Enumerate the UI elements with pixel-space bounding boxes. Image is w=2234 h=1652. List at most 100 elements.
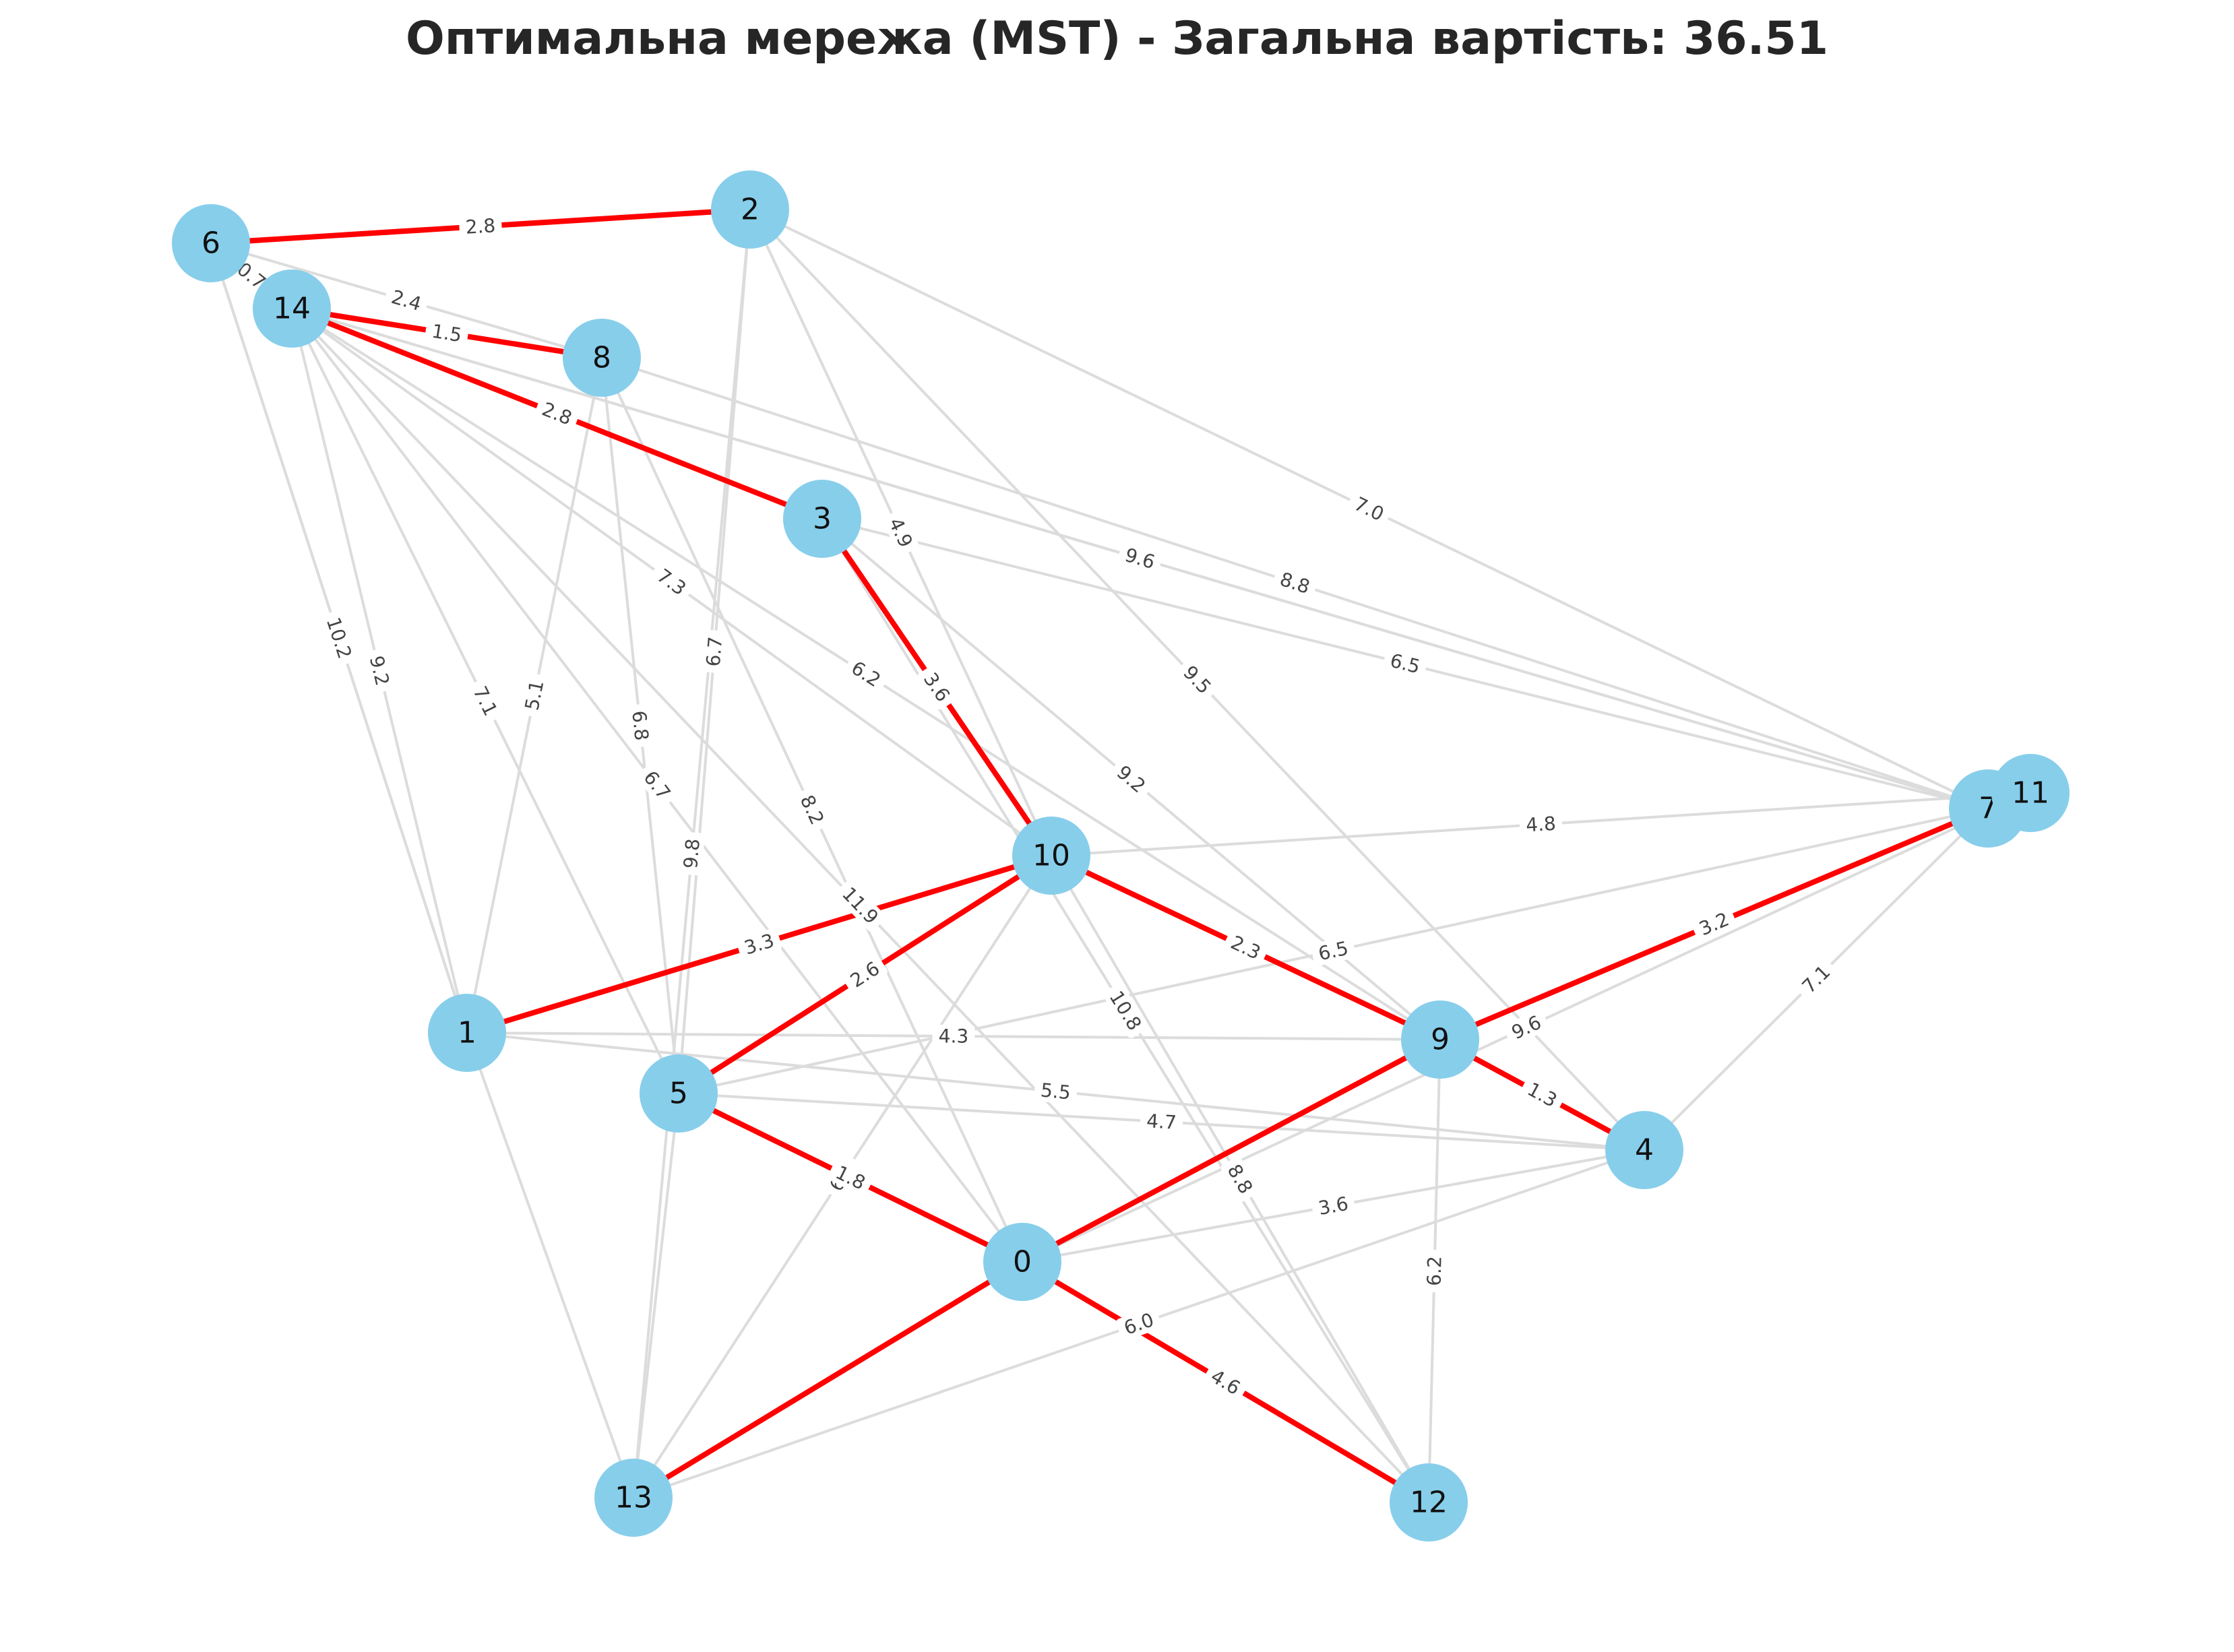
edge-weight-label-2-5: 6.7: [701, 629, 728, 674]
edge-1-13: [466, 1031, 635, 1499]
edge-label-background: [794, 787, 830, 833]
edge-label-background: [1346, 490, 1392, 528]
edge-label-background: [520, 672, 549, 718]
edge-weight-label-14-12: 11.9: [835, 879, 886, 932]
node-10: 10: [1012, 817, 1090, 895]
edge-weight-text: 6.8: [627, 709, 652, 742]
edge-weight-label-5-7: 6.5: [1311, 936, 1356, 966]
edge-weight-label-6-2: 2.8: [458, 214, 503, 239]
node-circle: [594, 1459, 673, 1537]
edge-weight-text: 3.3: [741, 929, 776, 959]
edge-label-background: [1422, 1249, 1447, 1293]
edge-label-background: [1109, 758, 1154, 800]
edge-label-background: [882, 509, 919, 556]
node-5: 5: [640, 1054, 718, 1133]
edge-label-background: [1519, 811, 1563, 837]
edge-weight-text: 4.3: [939, 1025, 969, 1047]
edge-weight-label-3-7: 6.5: [1382, 648, 1428, 679]
edge-weight-label-14-3: 2.8: [534, 396, 580, 431]
node-circle: [1390, 1463, 1468, 1542]
node-12: 12: [1390, 1463, 1468, 1542]
edge-weight-text: 9.6: [1122, 544, 1157, 573]
edge-label-background: [1116, 1307, 1162, 1341]
node-13: 13: [594, 1459, 673, 1537]
edge-weight-label-14-9: 6.2: [843, 654, 889, 694]
node-9: 9: [1401, 1000, 1479, 1079]
edge-weight-label-14-7: 9.6: [1117, 542, 1163, 575]
node-label: 4: [1635, 1133, 1654, 1168]
edge-label-background: [1175, 658, 1219, 702]
node-label: 10: [1032, 839, 1070, 873]
edge-weight-label-9-4: 1.3: [1519, 1076, 1565, 1114]
node-label: 3: [813, 502, 832, 536]
chart-title: Оптимальна мережа (MST) - Загальна варті…: [405, 12, 1829, 65]
mst-edges: [208, 207, 1991, 1505]
edge-weight-label-14-1: 9.2: [364, 648, 395, 693]
edge-weight-label-6-1: 10.2: [321, 610, 357, 666]
edge-weight-label-8-5: 6.8: [627, 703, 654, 748]
node-14: 14: [253, 269, 331, 348]
edge-label-background: [466, 678, 504, 724]
node-circle: [1991, 754, 2070, 832]
edge-weight-label-5-4: 4.7: [1140, 1109, 1183, 1135]
edge-label-background: [917, 664, 957, 710]
edge-weight-text: 4.8: [1525, 813, 1557, 837]
node-circle: [1012, 817, 1090, 895]
node-circle: [783, 480, 861, 558]
edge-label-background: [1382, 648, 1428, 679]
edge-weight-label-14-10: 7.3: [649, 562, 694, 602]
node-label: 13: [615, 1481, 652, 1515]
edge-weight-label-14-8: 1.5: [425, 319, 469, 348]
node-0: 0: [983, 1223, 1061, 1301]
edge-label-background: [1140, 1109, 1183, 1135]
edge-weight-label-14-0: 6.7: [636, 763, 678, 808]
edge-label-background: [1103, 983, 1148, 1038]
node-6: 6: [172, 204, 250, 282]
node-circle: [1401, 1000, 1479, 1079]
edge-label-background: [1519, 1076, 1565, 1114]
edge-label-background: [1311, 1191, 1356, 1221]
edge-label-background: [425, 319, 469, 348]
edge-weight-labels: 0.72.46.310.29.27.19.79.67.36.26.711.95.…: [229, 214, 1838, 1401]
node-4: 4: [1605, 1111, 1683, 1189]
node-circle: [983, 1223, 1061, 1301]
edge-weight-label-0-4: 3.6: [1311, 1191, 1356, 1221]
edge-weight-text: 6.5: [1388, 649, 1422, 678]
edge-weight-label-1-9: 4.3: [932, 1024, 975, 1048]
edge-weight-label-1-4: 5.5: [1034, 1078, 1078, 1105]
edge-weight-label-2-7: 7.0: [1346, 490, 1392, 528]
edge-label-background: [1117, 542, 1163, 575]
edge-weight-label-2-13: 9.8: [679, 831, 705, 876]
node-circle: [711, 170, 789, 249]
node-label: 8: [592, 341, 611, 375]
edge-weight-text: 9.8: [679, 837, 704, 869]
node-label: 14: [273, 292, 311, 326]
edge-weight-label-10-11: 4.8: [1519, 811, 1563, 837]
edge-weight-label-0-11: 9.6: [1503, 1009, 1549, 1046]
node-8: 8: [563, 319, 641, 397]
mst-edge-9-0: [1020, 1037, 1443, 1265]
edge-label-background: [649, 562, 694, 602]
edge-weight-text: 5.1: [520, 678, 548, 712]
edge-weight-text: 4.7: [1146, 1110, 1177, 1134]
edge-label-background: [736, 928, 782, 961]
edge-label-background: [1222, 929, 1269, 966]
edge-weight-text: 3.6: [1317, 1193, 1351, 1219]
edge-weight-text: 2.4: [389, 286, 424, 315]
edge-weight-label-14-5: 7.1: [466, 678, 504, 724]
edge-label-background: [1503, 1009, 1549, 1046]
edge-label-background: [843, 654, 889, 694]
edge-weight-text: 2.8: [465, 214, 497, 239]
non-mst-edges: [210, 208, 2032, 1504]
edge-weight-label-9-7: 3.2: [1691, 906, 1737, 942]
edge-label-background: [932, 1024, 975, 1048]
edge-label-background: [627, 703, 654, 748]
edge-weight-label-10-12: 8.8: [1220, 1156, 1260, 1202]
edge-weight-text: 6.2: [1423, 1256, 1446, 1286]
edge-label-background: [1202, 1363, 1249, 1401]
edge-weight-label-6-8: 2.4: [383, 284, 429, 317]
edge-weight-text: 5.5: [1040, 1079, 1072, 1104]
edge-weight-label-8-7: 8.8: [1272, 567, 1318, 600]
